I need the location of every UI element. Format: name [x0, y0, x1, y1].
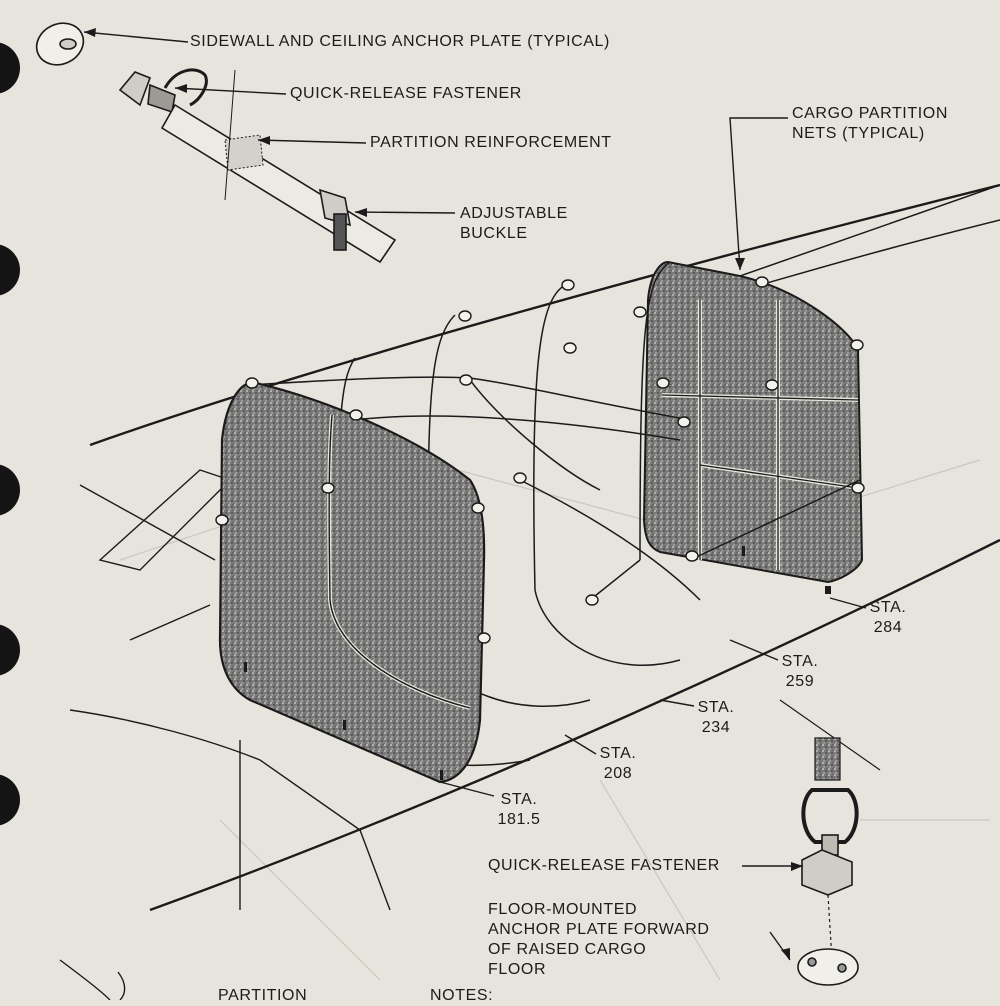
label-station-181-5: STA. 181.5	[497, 791, 541, 828]
label-anchor-plate: SIDEWALL AND CEILING ANCHOR PLATE (TYPIC…	[190, 33, 610, 50]
label-adjustable-buckle: ADJUSTABLE BUCKLE	[460, 205, 568, 242]
arrowheads	[84, 28, 803, 960]
label-station-208: STA. 208	[599, 745, 637, 782]
strap-assembly-top	[35, 22, 397, 264]
floor-tabs	[244, 546, 831, 780]
label-cargo-partition-nets: CARGO PARTITION NETS (TYPICAL)	[792, 105, 948, 142]
label-floor-anchor-plate: FLOOR-MOUNTED ANCHOR PLATE FORWARD OF RA…	[488, 901, 710, 978]
label-station-234: STA. 234	[697, 699, 735, 736]
label-notes-cut: NOTES:	[430, 987, 494, 1004]
anchor-points	[215, 276, 865, 644]
label-partition-cut: PARTITION	[218, 987, 308, 1004]
binder-holes	[0, 42, 20, 826]
label-station-259: STA. 259	[781, 653, 819, 690]
strap-assembly-bottom	[779, 699, 881, 986]
bottom-cut-lines	[59, 959, 126, 1000]
label-quick-release-fastener-bottom: QUICK-RELEASE FASTENER	[488, 857, 720, 874]
label-quick-release-fastener-top: QUICK-RELEASE FASTENER	[290, 85, 522, 102]
aft-partition-net	[642, 260, 864, 584]
forward-partition-net	[218, 380, 486, 784]
label-station-284: STA. 284	[869, 599, 907, 636]
label-partition-reinforcement: PARTITION REINFORCEMENT	[370, 134, 612, 151]
fuselage-outline	[69, 183, 1000, 912]
